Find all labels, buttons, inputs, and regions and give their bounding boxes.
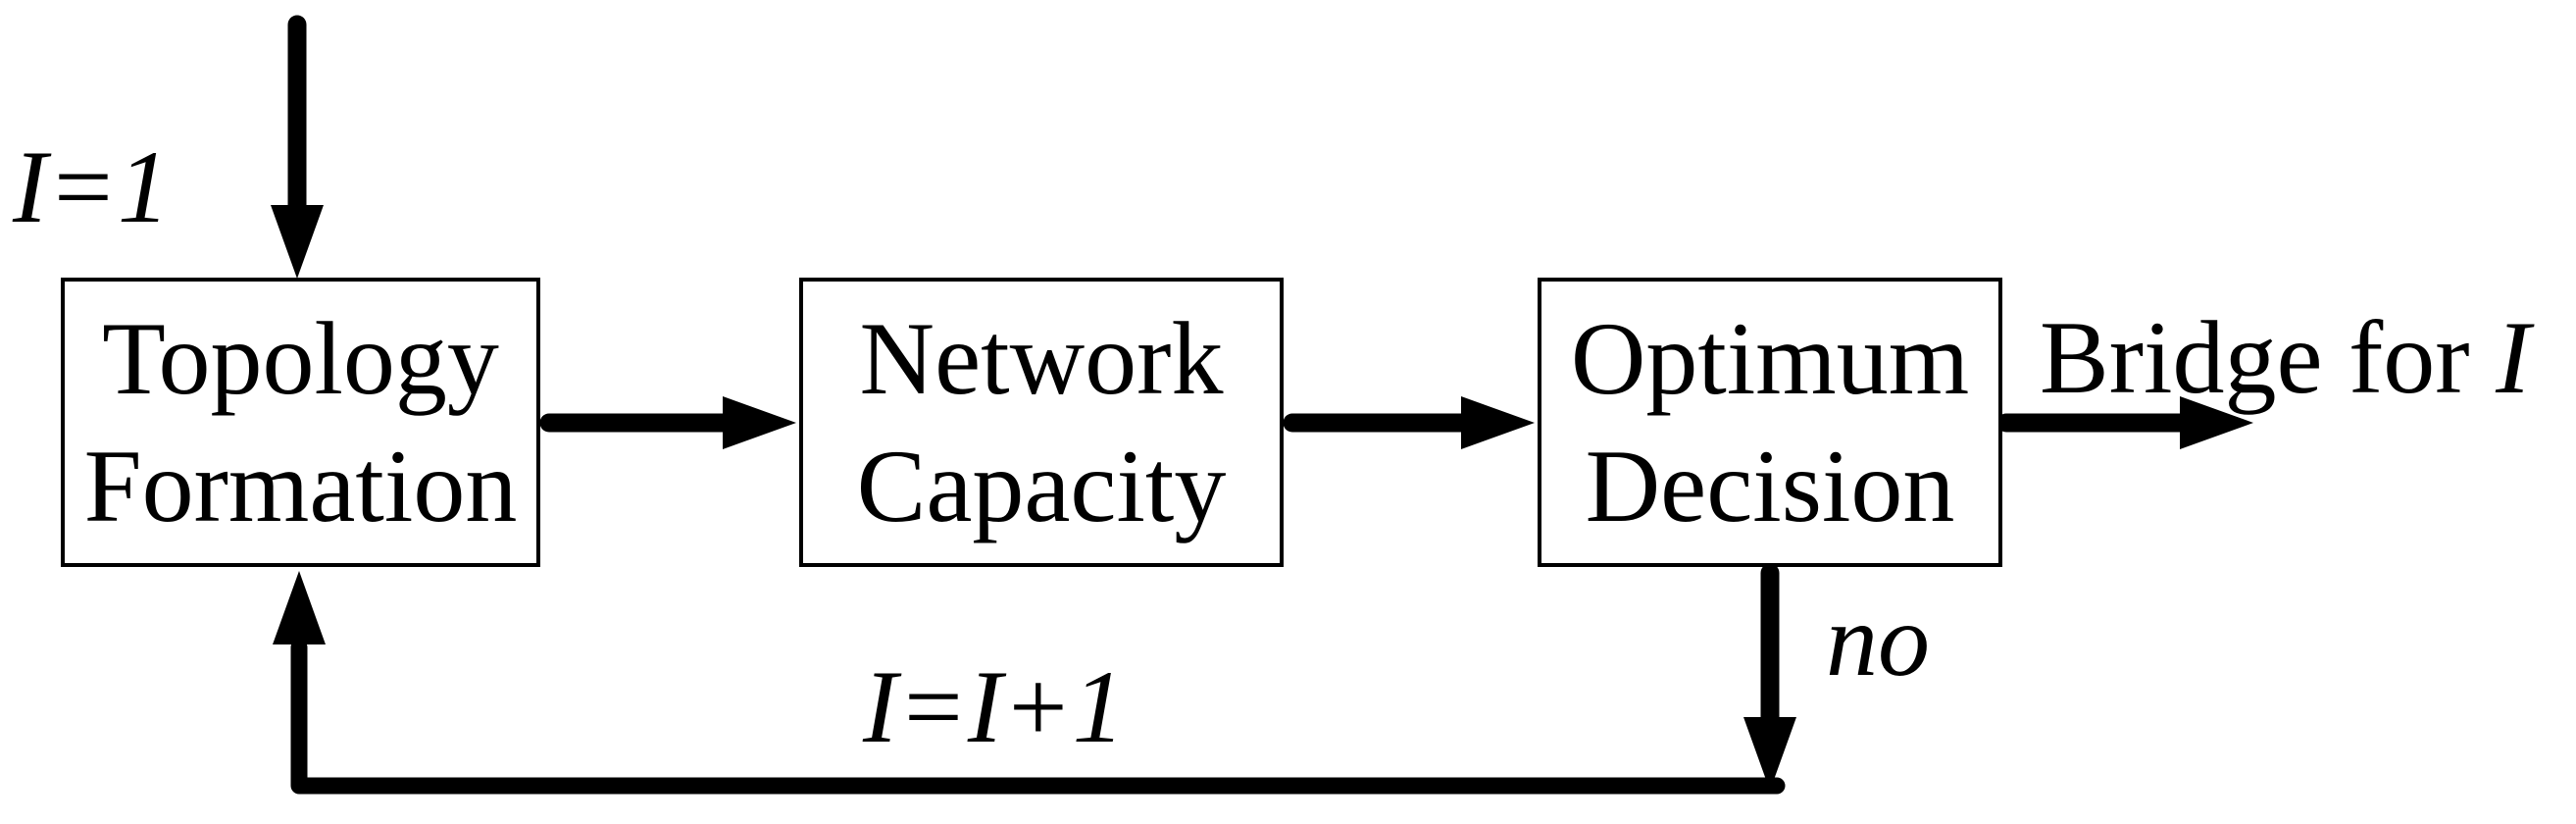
arrow-head bbox=[2180, 396, 2253, 449]
arrow-decision-to-output bbox=[1996, 396, 2253, 449]
node-label-line: Optimum bbox=[1570, 301, 1970, 417]
arrow-head bbox=[271, 205, 324, 279]
arrow-decision-down bbox=[1743, 563, 1796, 791]
node-network-capacity: Network Capacity bbox=[799, 278, 1284, 567]
label-i-equals-i-plus-1: I=I+1 bbox=[863, 649, 1125, 764]
arrow-head bbox=[1461, 396, 1535, 449]
node-label-line: Decision bbox=[1585, 428, 1955, 543]
loop-back-to-topology bbox=[273, 571, 1786, 795]
arrow-head bbox=[723, 396, 796, 449]
arrow-head bbox=[273, 571, 326, 644]
node-label-line: Network bbox=[859, 301, 1224, 417]
arrow-start-to-topology bbox=[271, 15, 324, 279]
node-label-line: Topology bbox=[102, 301, 499, 417]
label-bridge-variable: I bbox=[2496, 300, 2531, 415]
node-optimum-decision: Optimum Decision bbox=[1538, 278, 2002, 567]
arrow-capacity-to-decision bbox=[1283, 396, 1535, 449]
label-bridge-for-i: Bridge for I bbox=[2040, 306, 2530, 410]
node-topology-formation: Topology Formation bbox=[61, 278, 540, 567]
label-bridge-prefix: Bridge for bbox=[2040, 300, 2497, 415]
arrow-topology-to-capacity bbox=[539, 396, 796, 449]
loop-line bbox=[290, 639, 1786, 795]
label-no: no bbox=[1826, 583, 1930, 697]
label-init-i-equals-1: I=1 bbox=[13, 129, 170, 244]
node-label-line: Formation bbox=[83, 428, 518, 543]
node-label-line: Capacity bbox=[856, 428, 1227, 543]
arrow-head bbox=[1743, 717, 1796, 791]
